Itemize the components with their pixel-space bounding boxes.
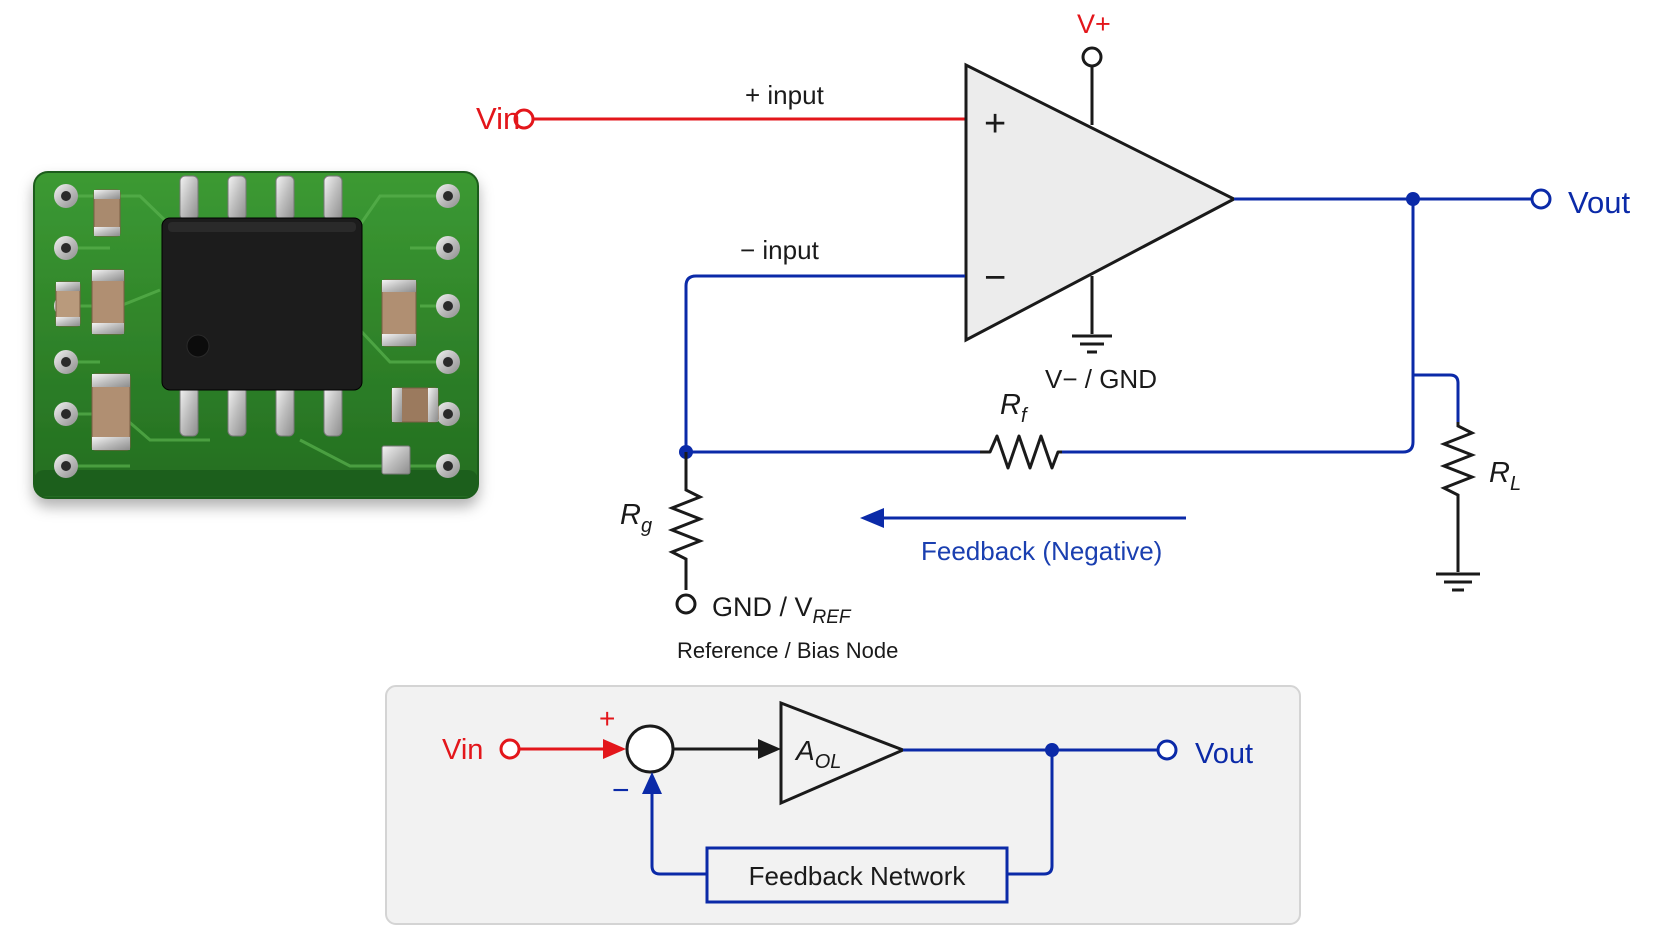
gain-main: A — [794, 735, 815, 766]
bd-vin-label: Vin — [442, 734, 483, 766]
vin-label: Vin — [476, 101, 520, 136]
rf-resistor-icon — [980, 434, 1062, 470]
bd-feedback-loop — [650, 750, 1054, 876]
gain-block-triangle — [779, 700, 907, 806]
bd-output-line — [903, 739, 1178, 761]
vplus-supply-line — [1081, 46, 1103, 125]
vminus-label: V− / GND — [1045, 364, 1157, 394]
feedback-label: Feedback (Negative) — [921, 536, 1162, 566]
summing-junction — [625, 724, 675, 774]
ref-caption: Reference / Bias Node — [677, 638, 898, 663]
bd-feedback-arrowhead — [642, 772, 662, 794]
vin-input-line — [513, 108, 965, 130]
rg-label: Rg — [620, 499, 652, 537]
opamp-minus-sign: − — [984, 257, 1006, 299]
gain-sub: OL — [815, 751, 842, 773]
rl-branch — [1413, 373, 1460, 422]
rf-main: R — [1000, 389, 1021, 421]
feedback-network-label: Feedback Network — [749, 861, 967, 891]
rf-sub: f — [1021, 405, 1029, 427]
pcb-pads-right — [436, 184, 460, 478]
rf-label: Rf — [1000, 389, 1029, 427]
minus-input-label: − input — [740, 235, 820, 265]
plus-input-label: + input — [745, 80, 825, 110]
bd-vin-line — [499, 738, 626, 760]
rl-resistor-icon — [1439, 422, 1477, 572]
ic-chip-leads-top — [179, 175, 343, 221]
bd-forward-arrow — [673, 739, 781, 759]
rl-sub: L — [1510, 473, 1521, 495]
rg-sub: g — [641, 515, 652, 537]
opamp-triangle — [964, 62, 1238, 343]
bd-minus-sign: − — [612, 774, 630, 807]
bd-plus-sign: + — [599, 703, 615, 734]
bd-vout-label: Vout — [1195, 738, 1253, 770]
vout-line — [1234, 188, 1552, 210]
smd-components — [55, 189, 439, 475]
rg-branch — [667, 452, 705, 590]
ref-node-terminal — [675, 593, 697, 615]
gain-label: AOL — [794, 735, 841, 773]
ground-icon — [1072, 334, 1112, 354]
vout-label: Vout — [1568, 185, 1630, 220]
rl-main: R — [1489, 457, 1510, 489]
vplus-label: V+ — [1077, 9, 1111, 39]
rg-resistor-icon — [667, 486, 705, 590]
ref-label: GND / VREF — [712, 592, 852, 628]
ic-chip-body — [161, 217, 363, 391]
feedback-network-block — [705, 846, 1009, 904]
arrow-left-icon — [860, 508, 1186, 528]
ref-sub: REF — [813, 607, 852, 628]
rl-label: RL — [1489, 457, 1521, 495]
feedback-path — [686, 199, 1415, 454]
pcb-traces — [66, 194, 448, 468]
ic-chip-leads-bottom — [179, 385, 343, 437]
rg-main: R — [620, 499, 641, 531]
ref-main: GND / V — [712, 592, 813, 622]
opamp-plus-sign: + — [984, 103, 1006, 145]
minus-input-line — [684, 274, 965, 452]
rl-ground-icon — [1436, 572, 1480, 592]
